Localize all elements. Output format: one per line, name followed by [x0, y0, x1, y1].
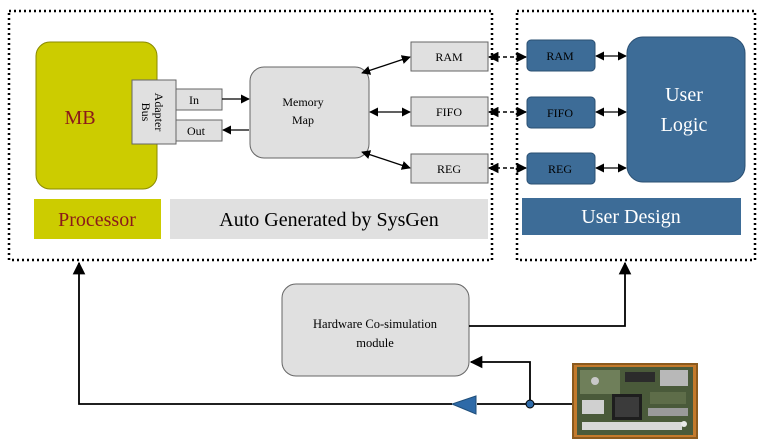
junction-dot — [525, 399, 535, 409]
hwcosim-module — [281, 283, 470, 377]
fpga-board-photo-icon — [572, 363, 698, 439]
sysgen-reg — [410, 153, 489, 184]
port-in-label: In — [189, 93, 199, 107]
triangle-amplifier-icon — [450, 395, 477, 415]
user-ram — [526, 39, 596, 72]
sysgen-fifo — [410, 96, 489, 127]
board-to-module-arrow — [469, 355, 531, 404]
feedback-to-processor-arrow — [72, 261, 452, 405]
hwcosim-label-1: Hardware Co-simulation — [313, 317, 438, 331]
module-to-user-arrow — [469, 261, 632, 327]
map-ram-arrow — [361, 55, 411, 75]
user-reg-label: REG — [548, 162, 572, 176]
processor-caption-box — [34, 199, 161, 239]
sysgen-caption-box — [170, 199, 488, 239]
user-design-caption: User Design — [581, 206, 680, 228]
sysgen-ram-label: RAM — [435, 50, 463, 64]
memory-map — [249, 66, 370, 159]
port-in — [175, 88, 223, 111]
bus-adapter — [131, 79, 177, 145]
port-out — [175, 119, 223, 142]
bus-adapter-label-1: Bus — [139, 103, 153, 122]
user-fifo-label: FIFO — [547, 106, 573, 120]
processor-block-label: MB — [64, 107, 95, 129]
processor-caption: Processor — [58, 209, 136, 231]
sysgen-ram — [410, 41, 489, 72]
memory-map-label-2: Map — [292, 113, 314, 127]
sysgen-region-border — [7, 9, 494, 262]
user-logic-block — [626, 36, 746, 183]
map-reg-arrow — [361, 150, 411, 170]
user-design-caption-box — [522, 198, 741, 235]
user-reg — [526, 152, 596, 185]
user-ram-label: RAM — [546, 49, 574, 63]
port-out-label: Out — [187, 124, 206, 138]
sysgen-reg-label: REG — [437, 162, 461, 176]
user-logic-label-2: Logic — [661, 114, 708, 136]
memory-map-label-1: Memory — [282, 95, 323, 109]
user-region-border — [515, 9, 757, 262]
hwcosim-label-2: module — [356, 336, 394, 350]
user-logic-label-1: User — [665, 84, 703, 106]
user-fifo — [526, 96, 596, 129]
sysgen-fifo-label: FIFO — [436, 105, 462, 119]
bus-adapter-label-2: Adapter — [152, 93, 166, 132]
sysgen-caption: Auto Generated by SysGen — [219, 209, 438, 231]
